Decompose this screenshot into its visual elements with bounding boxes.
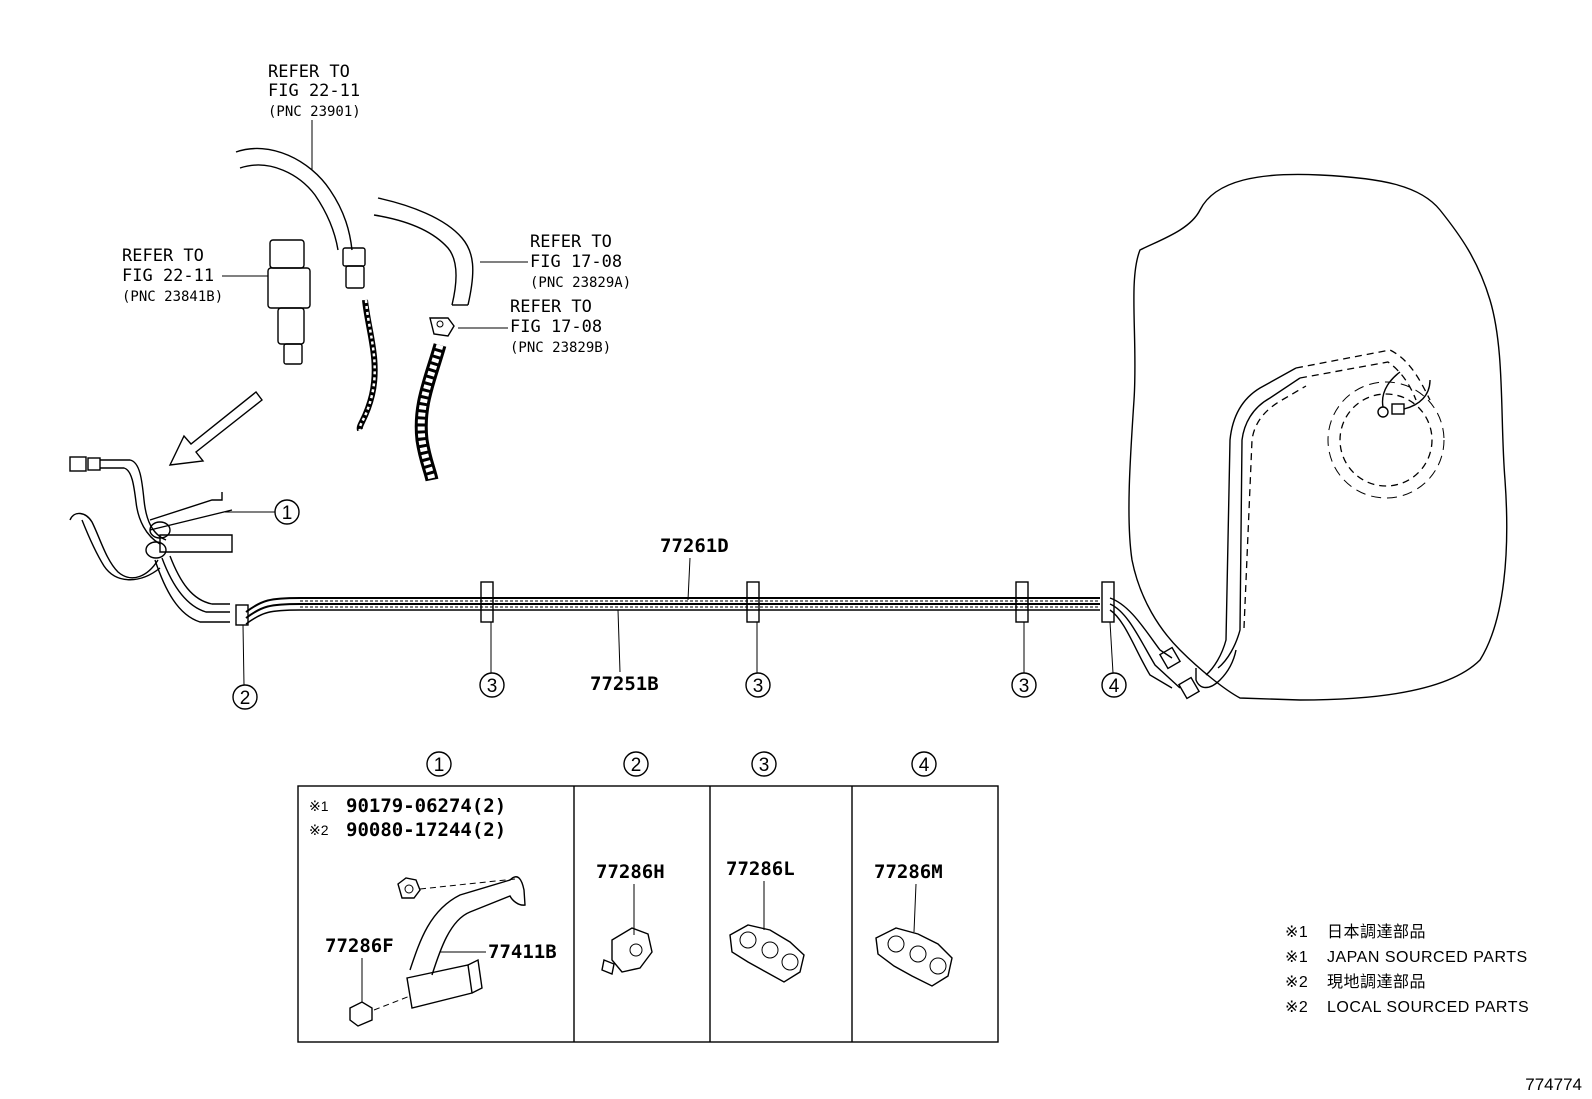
part-number-90080-17244[interactable]: 90080-17244(2) <box>346 819 506 841</box>
leader-line <box>617 609 621 673</box>
legend-text: JAPAN SOURCED PARTS <box>1327 949 1528 966</box>
ref-line1: REFER TO <box>268 62 350 82</box>
vacuum-line <box>356 299 378 432</box>
callout-number: 2 <box>240 688 251 709</box>
ref-pnc: (PNC 23901) <box>268 104 361 120</box>
part-number-77286f[interactable]: 77286F <box>325 935 394 957</box>
legend-mark: ※1 <box>1285 924 1308 941</box>
ref-label-pnc-23901[interactable]: REFER TO FIG 22-11 (PNC 23901) <box>268 62 361 120</box>
clamp-drawing-77286l <box>729 924 805 983</box>
ref-line1: REFER TO <box>530 232 612 252</box>
direction-arrow-icon <box>168 391 263 466</box>
bracket-drawing <box>406 876 526 1009</box>
callout-number: 2 <box>631 755 642 776</box>
callout-3-main-a[interactable]: 3 <box>479 672 505 698</box>
ref-line1: REFER TO <box>122 246 204 266</box>
ref-pnc: (PNC 23841B) <box>122 289 223 305</box>
part-number-77261d[interactable]: 77261D <box>660 535 729 557</box>
part-number-77286h[interactable]: 77286H <box>596 861 665 883</box>
callout-number: 4 <box>919 755 930 776</box>
ref-line1: REFER TO <box>510 297 592 317</box>
callout-3-main-c[interactable]: 3 <box>1011 672 1037 698</box>
callout-number: 3 <box>487 676 498 697</box>
leader-line <box>913 883 917 933</box>
clamp-marker-2 <box>235 604 249 626</box>
part-number-77411b[interactable]: 77411B <box>488 941 557 963</box>
note-mark-1: ※1 <box>309 798 329 814</box>
callout-3-main-b[interactable]: 3 <box>745 672 771 698</box>
callout-1-top[interactable]: 1 <box>274 499 300 525</box>
ref-line2: FIG 22-11 <box>122 266 214 286</box>
callout-number: 1 <box>434 755 445 776</box>
ref-pnc: (PNC 23829A) <box>530 275 631 291</box>
ref-line2: FIG 22-11 <box>268 81 360 101</box>
upper-hose-23829a <box>373 197 474 306</box>
detail-callout-1[interactable]: 1 <box>426 751 452 777</box>
clip-drawing-77286f <box>349 995 411 1027</box>
part-number-77286l[interactable]: 77286L <box>726 858 795 880</box>
clamp-marker-3c <box>1015 581 1029 623</box>
fuel-tank <box>1128 173 1508 701</box>
callout-number: 4 <box>1109 676 1120 697</box>
detail-callout-4[interactable]: 4 <box>911 751 937 777</box>
ref-label-pnc-23829b[interactable]: REFER TO FIG 17-08 (PNC 23829B) <box>510 297 611 356</box>
legend-mark: ※1 <box>1285 949 1308 966</box>
legend-text: LOCAL SOURCED PARTS <box>1327 999 1529 1016</box>
clip-23829b <box>429 317 455 337</box>
ref-line2: FIG 17-08 <box>530 252 622 272</box>
clamp-marker-3a <box>480 581 494 623</box>
ref-label-pnc-23829a[interactable]: REFER TO FIG 17-08 (PNC 23829A) <box>530 232 631 291</box>
legend-mark: ※2 <box>1285 974 1308 991</box>
part-number-77286m[interactable]: 77286M <box>874 861 943 883</box>
callout-2-main[interactable]: 2 <box>232 684 258 710</box>
part-number-77251b[interactable]: 77251B <box>590 673 659 695</box>
detail-callout-2[interactable]: 2 <box>623 751 649 777</box>
clamp-marker-4 <box>1101 581 1115 623</box>
legend-text: 現地調達部品 <box>1327 973 1426 991</box>
clamp-drawing-77286m <box>875 927 953 987</box>
detail-callout-3[interactable]: 3 <box>751 751 777 777</box>
upper-hose-23901 <box>235 147 366 289</box>
callout-number: 3 <box>753 676 764 697</box>
callout-4-main[interactable]: 4 <box>1101 672 1127 698</box>
left-tube-cluster <box>69 456 233 581</box>
legend-mark: ※2 <box>1285 999 1308 1016</box>
leader-line <box>1109 621 1114 674</box>
detail-table <box>297 785 999 1043</box>
ref-label-pnc-23841b[interactable]: REFER TO FIG 22-11 (PNC 23841B) <box>122 246 223 305</box>
clamp-drawing-77286h <box>601 927 653 975</box>
figure-id: 774774 <box>1525 1075 1582 1094</box>
main-fuel-tubes <box>154 555 1201 700</box>
legend: ※1 日本調達部品 ※1 JAPAN SOURCED PARTS ※2 現地調達… <box>1285 923 1529 1016</box>
part-number-90179-06274[interactable]: 90179-06274(2) <box>346 795 506 817</box>
leader-line <box>687 557 691 601</box>
leader-line <box>242 624 245 686</box>
nut-drawing <box>397 877 516 899</box>
callout-number: 3 <box>759 755 770 776</box>
note-mark-2: ※2 <box>309 822 329 838</box>
legend-text: 日本調達部品 <box>1327 923 1426 941</box>
ref-pnc: (PNC 23829B) <box>510 340 611 356</box>
callout-number: 3 <box>1019 676 1030 697</box>
ref-line2: FIG 17-08 <box>510 317 602 337</box>
vapor-hose <box>414 343 447 482</box>
callout-number: 1 <box>282 503 293 524</box>
clamp-marker-3b <box>746 581 760 623</box>
sensor-connector <box>267 239 311 365</box>
